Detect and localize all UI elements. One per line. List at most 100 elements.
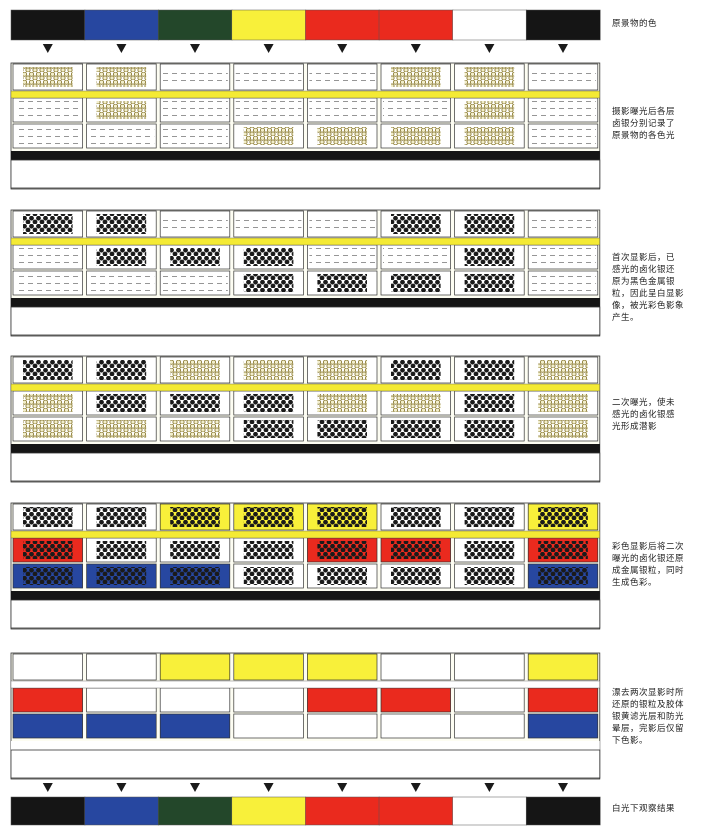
grains-r2-c8: [530, 101, 596, 119]
grains-r1-c4: [244, 360, 294, 380]
stage-bleach-fix: [11, 653, 600, 779]
cell-r2-c3: [160, 688, 230, 712]
note-color-development: 彩色显影后将二次 曝光的卤化银还原 成金属银粒，同时 生成色彩。: [612, 541, 712, 589]
note-second-exposure: 二次曝光，使未 感光的卤化银感 光形成潜影: [612, 397, 712, 433]
grains-r3-c3: [162, 127, 228, 145]
grains-r2-c2: [97, 248, 147, 266]
grains-r3-c5: [317, 274, 367, 292]
grains-r3-c3: [162, 274, 228, 292]
grains-r2-c4: [244, 394, 294, 412]
grains-r2-c7: [465, 541, 515, 559]
grains-r3-c6: [391, 420, 441, 438]
result-swatch-4: [232, 797, 306, 825]
grains-r3-c3: [170, 420, 220, 438]
grains-r1-c8: [530, 67, 596, 87]
grains-r3-c7: [465, 567, 515, 585]
down-arrow-4: [264, 44, 274, 53]
cell-r1-c1: [13, 654, 83, 680]
grains-r1-c4: [236, 67, 302, 87]
grains-r1-c7: [465, 360, 515, 380]
grains-r1-c2: [97, 507, 147, 527]
grains-r1-c7: [465, 214, 515, 234]
grains-r1-c4: [244, 507, 294, 527]
grains-r2-c4: [244, 541, 294, 559]
cell-r2-c4: [234, 688, 304, 712]
stage-first-development: [11, 210, 600, 336]
result-arrow-8: [558, 783, 568, 792]
cell-r3-c6: [381, 714, 451, 738]
down-arrow-7: [484, 44, 494, 53]
grains-r3-c7: [465, 420, 515, 438]
grains-r3-c6: [391, 567, 441, 585]
original-colors-strip: [11, 10, 600, 53]
grains-r3-c7: [465, 127, 515, 145]
film-stages: [11, 63, 600, 779]
grains-r1-c6: [391, 67, 441, 87]
result-arrow-1: [43, 783, 53, 792]
grains-r3-c1: [15, 127, 81, 145]
grains-r3-c4: [244, 127, 294, 145]
grains-r1-c1: [23, 214, 73, 234]
grains-r1-c5: [317, 507, 367, 527]
result-swatch-7: [453, 797, 527, 825]
yellow-filter-layer: [11, 91, 600, 98]
down-arrow-2: [116, 44, 126, 53]
stage-exposure: [11, 63, 600, 189]
original-swatch-5: [305, 10, 379, 40]
antihalation-layer: [11, 591, 600, 600]
grains-r3-c8: [538, 420, 588, 438]
note-bleach-fix: 漂去两次显影时所 还原的银粒及胶体 银黄滤光层和防光 晕层，完影后仅留 下色影。: [612, 687, 712, 747]
grains-r3-c5: [317, 420, 367, 438]
down-arrow-3: [190, 44, 200, 53]
cell-r3-c2: [87, 714, 157, 738]
yellow-filter-layer: [11, 238, 600, 245]
grains-r1-c3: [162, 214, 228, 234]
film-support: [11, 750, 600, 778]
cell-r2-c1: [13, 688, 83, 712]
result-arrow-4: [264, 783, 274, 792]
grains-r2-c1: [23, 541, 73, 559]
yellow-filter-layer: [11, 681, 600, 688]
grains-r2-c1: [23, 394, 73, 412]
grains-r3-c6: [391, 127, 441, 145]
grains-r1-c8: [538, 507, 588, 527]
grains-r2-c7: [465, 394, 515, 412]
cell-r2-c2: [87, 688, 157, 712]
grains-r2-c2: [97, 101, 147, 119]
grains-r3-c4: [244, 567, 294, 585]
grains-r3-c6: [391, 274, 441, 292]
grains-r2-c7: [465, 101, 515, 119]
grains-r2-c6: [383, 248, 449, 266]
cell-r2-c8: [528, 688, 598, 712]
grains-r3-c3: [170, 567, 220, 585]
grains-r2-c2: [97, 394, 147, 412]
original-swatch-3: [158, 10, 232, 40]
grains-r1-c7: [465, 67, 515, 87]
grains-r3-c1: [23, 567, 73, 585]
grains-r2-c8: [530, 248, 596, 266]
stage-second-exposure: [11, 356, 600, 482]
film-support: [11, 600, 600, 628]
antihalation-layer: [11, 298, 600, 307]
cell-r1-c5: [307, 654, 377, 680]
grains-r2-c4: [236, 101, 302, 119]
cell-r1-c3: [160, 654, 230, 680]
grains-r3-c5: [317, 567, 367, 585]
cell-r2-c6: [381, 688, 451, 712]
grains-r3-c4: [244, 274, 294, 292]
grains-r1-c2: [97, 67, 147, 87]
result-swatch-3: [158, 797, 232, 825]
film-support: [11, 453, 600, 481]
grains-r2-c5: [309, 248, 375, 266]
note-final-result: 白光下观察结果: [612, 803, 712, 815]
cell-r1-c8: [528, 654, 598, 680]
grains-r3-c1: [23, 420, 73, 438]
grains-r1-c6: [391, 214, 441, 234]
grains-r1-c1: [23, 67, 73, 87]
result-swatch-1: [11, 797, 85, 825]
grains-r2-c6: [391, 394, 441, 412]
original-swatch-8: [526, 10, 600, 40]
cell-r1-c2: [87, 654, 157, 680]
grains-r2-c8: [538, 394, 588, 412]
